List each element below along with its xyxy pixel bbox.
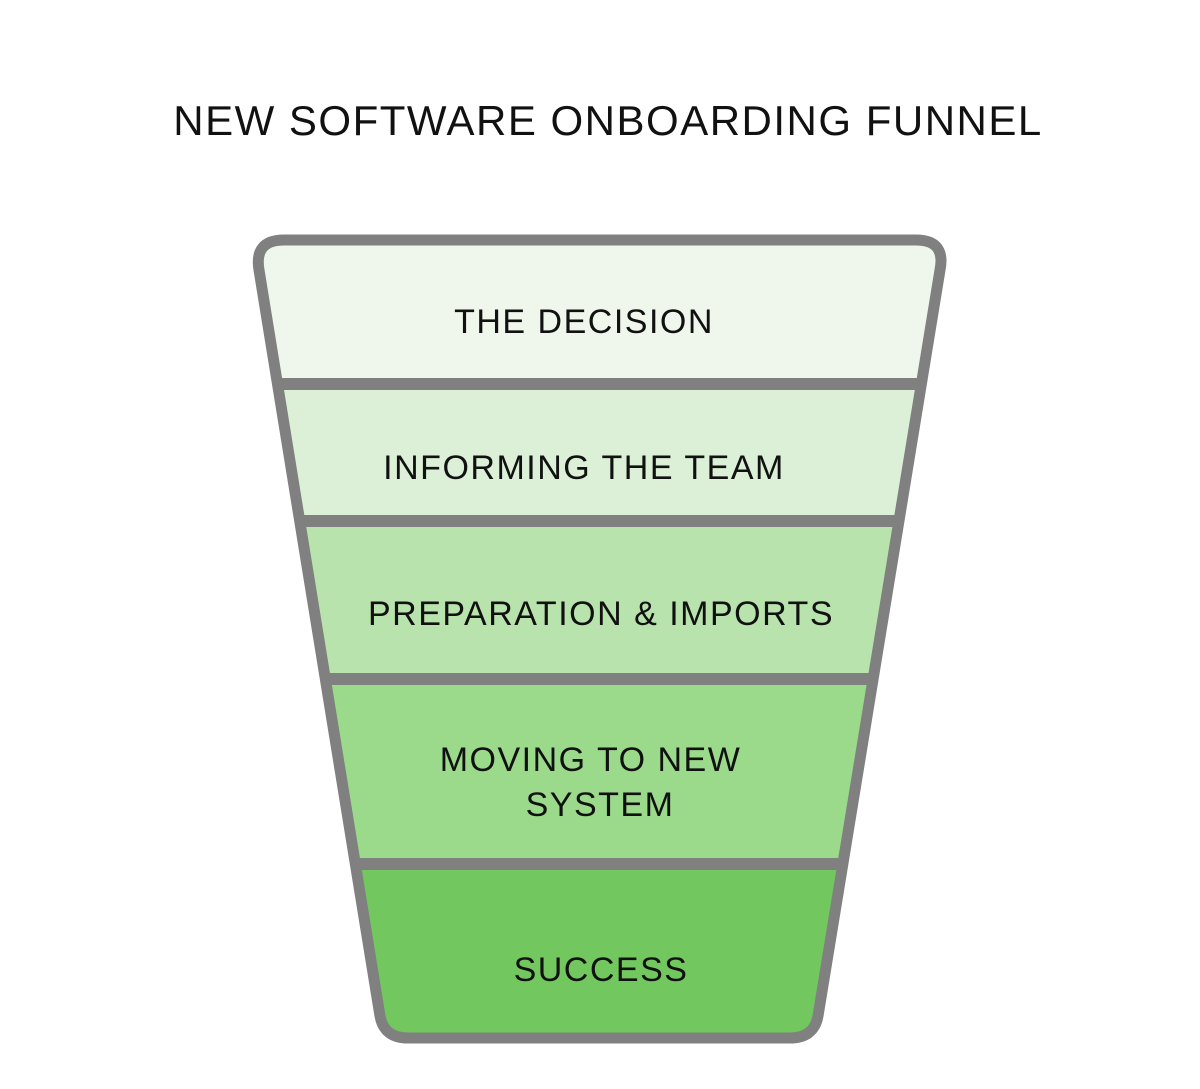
stage-label-line: INFORMING THE TEAM [383, 449, 785, 487]
funnel-stage-2-band [258, 384, 941, 521]
stage-label-the-decision: THE DECISION [454, 303, 714, 341]
funnel-stage-1-band [258, 240, 941, 384]
page-title: NEW SOFTWARE ONBOARDING FUNNEL [173, 97, 1042, 144]
funnel-stage-4-band [258, 679, 941, 864]
stage-label-success: SUCCESS [514, 951, 689, 989]
stage-label-line: MOVING TO NEW [440, 741, 742, 779]
stage-divider [258, 673, 941, 685]
stage-label-line: PREPARATION & IMPORTS [368, 595, 834, 633]
stage-label-line: SUCCESS [514, 951, 689, 989]
stage-label-preparation-imports: PREPARATION & IMPORTS [368, 595, 834, 633]
stage-label-line: SYSTEM [526, 786, 675, 824]
stage-label-informing-the-team: INFORMING THE TEAM [383, 449, 785, 487]
stage-divider [258, 858, 941, 870]
funnel-stage-3-band [258, 521, 941, 679]
stage-divider [258, 515, 941, 527]
stage-divider [258, 378, 941, 390]
stage-label-moving-to-new-system: MOVING TO NEW SYSTEM [440, 741, 753, 824]
stage-label-line: THE DECISION [454, 303, 714, 341]
funnel-outline [252, 234, 947, 1044]
